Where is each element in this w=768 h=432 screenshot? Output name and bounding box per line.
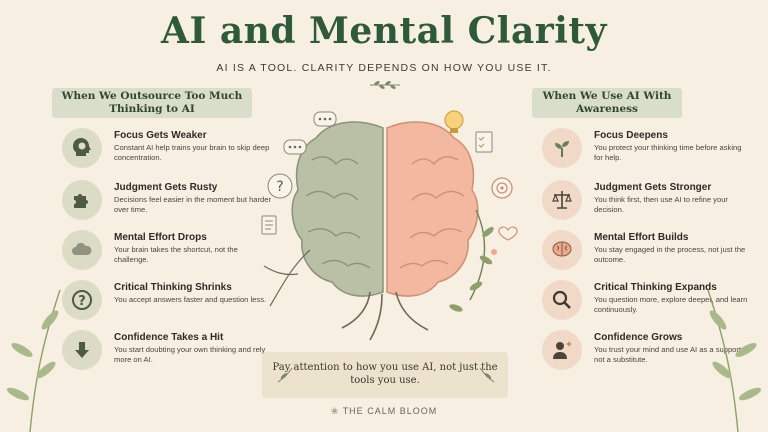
- item-desc: Decisions feel easier in the moment but …: [114, 195, 272, 214]
- person-sparkle-icon: [542, 330, 582, 370]
- item-desc: Constant AI help trains your brain to sk…: [114, 143, 270, 162]
- item-title: Mental Effort Drops: [114, 232, 207, 243]
- down-arrow-icon: [62, 330, 102, 370]
- magnifier-icon: [542, 280, 582, 320]
- sprout-icon: [542, 128, 582, 168]
- question-bubble-icon: ?: [267, 173, 293, 199]
- page-subtitle: AI IS A TOOL. CLARITY DEPENDS ON HOW YOU…: [216, 62, 552, 74]
- item-desc: Your brain takes the shortcut, not the c…: [114, 245, 238, 264]
- puzzle-piece-icon: [62, 180, 102, 220]
- item-desc: You stay engaged in the process, not jus…: [594, 245, 746, 264]
- item-desc: You question more, explore deeper, and l…: [594, 295, 748, 314]
- item-desc: You protect your thinking time before as…: [594, 143, 742, 162]
- item-title: Confidence Takes a Hit: [114, 332, 224, 343]
- right-heading-banner: When We Use AI With Awareness: [532, 88, 682, 118]
- left-brain-hemisphere: [291, 121, 384, 297]
- divider-sprig-icon: [370, 81, 400, 89]
- item-title: Confidence Grows: [594, 332, 683, 343]
- note-text: Pay attention to how you use AI, not jus…: [272, 362, 498, 386]
- item-title: Critical Thinking Shrinks: [114, 282, 232, 293]
- lotus-icon: ❀: [330, 406, 343, 416]
- speech-bubble-icon: [283, 111, 337, 155]
- item-title: Mental Effort Builds: [594, 232, 689, 243]
- item-desc: You think first, then use AI to refine y…: [594, 195, 728, 214]
- left-item: Judgment Gets Rusty Decisions feel easie…: [62, 180, 272, 228]
- head-brain-icon: [62, 128, 102, 168]
- item-title: Focus Deepens: [594, 130, 668, 141]
- target-icon: [491, 177, 513, 199]
- leaves-right-decor-icon: [707, 289, 762, 432]
- page-title: AI and Mental Clarity: [161, 10, 607, 52]
- brain-illustration: ?: [261, 110, 518, 341]
- cloud-icon: [62, 230, 102, 270]
- item-desc: You start doubting your own thinking and…: [114, 345, 266, 364]
- right-item: Judgment Gets Stronger You think first, …: [542, 180, 752, 228]
- right-item: Critical Thinking Expands You question m…: [542, 280, 752, 328]
- brand-footer: ❀ THE CALM BLOOM: [0, 406, 768, 417]
- left-item: Confidence Takes a Hit You start doubtin…: [62, 330, 272, 378]
- svg-text:?: ?: [78, 294, 86, 309]
- scales-icon: [542, 180, 582, 220]
- checklist-icon: [475, 131, 493, 153]
- right-item: Mental Effort Builds You stay engaged in…: [542, 230, 752, 278]
- item-title: Judgment Gets Rusty: [114, 182, 218, 193]
- left-item: ? Critical Thinking Shrinks You accept a…: [62, 280, 272, 328]
- item-title: Judgment Gets Stronger: [594, 182, 712, 193]
- reminder-note: Pay attention to how you use AI, not jus…: [262, 352, 508, 398]
- right-brain-hemisphere: [386, 121, 479, 297]
- question-mark-icon: ?: [62, 280, 102, 320]
- tree-roots-icon: [263, 249, 429, 341]
- leaves-left-decor-icon: [6, 289, 61, 432]
- left-heading-banner: When We Outsource Too Much Thinking to A…: [52, 88, 252, 118]
- heart-icon: [498, 226, 518, 241]
- vine-leaves-icon: [449, 209, 497, 312]
- item-desc: You accept answers faster and question l…: [114, 295, 267, 304]
- item-desc: You trust your mind and use AI as a supp…: [594, 345, 744, 364]
- left-item: Focus Gets Weaker Constant AI help train…: [62, 128, 272, 176]
- note-sprig-left-icon: [277, 367, 293, 383]
- item-title: Critical Thinking Expands: [594, 282, 717, 293]
- brain-icon: [542, 230, 582, 270]
- document-icon: [261, 215, 277, 235]
- left-item: Mental Effort Drops Your brain takes the…: [62, 230, 272, 278]
- brand-name: THE CALM BLOOM: [342, 406, 438, 416]
- right-item: Confidence Grows You trust your mind and…: [542, 330, 752, 378]
- item-title: Focus Gets Weaker: [114, 130, 207, 141]
- svg-text:?: ?: [276, 179, 283, 195]
- lightbulb-icon: [444, 110, 464, 133]
- right-item: Focus Deepens You protect your thinking …: [542, 128, 752, 176]
- note-sprig-right-icon: [479, 367, 495, 383]
